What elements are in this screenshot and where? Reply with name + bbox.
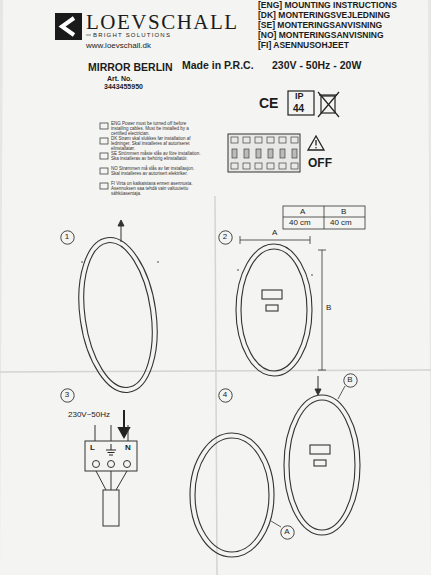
step-circle: 2 [218,230,233,245]
warning-note: NO Strømmen må slås av før installasjon.… [111,167,203,177]
doc-heading: [DK] MONTERINGSVEJLEDNING [258,11,390,20]
breaker-terminal [231,163,238,169]
ce-mark: CE [259,96,278,111]
logo-rule [86,35,91,36]
table-header: A [300,208,305,217]
breaker-terminal [255,137,262,143]
supply-voltage: 230V~50Hz [68,411,110,420]
product-name: MIRROR BERLIN [88,62,173,74]
step-circle: 3 [60,388,75,403]
breaker-lever [280,149,285,158]
breaker-terminal [243,137,250,143]
breaker-terminal [291,137,298,143]
article-number: 3443455950 [104,83,143,91]
breaker-lever [256,149,261,158]
breaker-terminal [267,137,274,143]
breaker-terminal [279,163,286,169]
step-circle: B [343,373,358,388]
doc-heading: [ENG] MOUNTING INSTRUCTIONS [258,1,397,10]
origin-note: Made in P.R.C. [182,60,254,72]
callout-number: 4 [223,391,227,399]
leader-lines [271,386,345,527]
ip-rating: 44 [293,103,304,114]
screw-arrow [315,376,321,395]
step-circle: A [280,525,295,540]
breaker-terminal [267,163,274,169]
screw-dots [81,261,313,276]
mirror-back [236,244,312,376]
doc-heading: [NO] MONTERINGSANVISNING [258,31,384,40]
breaker-terminal [243,163,250,169]
mirror-frame-ring [190,433,274,557]
ip-rating: IP [295,92,304,102]
brand-name: LOEVSCHALL [86,11,239,34]
electrical-rating: 230V - 50Hz - 20W [272,60,361,72]
screw-arrow [118,220,124,242]
table-header: B [341,208,346,217]
brand-tagline: BRIGHT SOLUTIONS [93,32,171,39]
circle-outline [218,388,231,401]
callout-number: 1 [65,233,69,241]
weee-bin-icon [318,92,339,117]
paper-fold [0,370,431,372]
paper-fold [215,196,217,575]
dimension-letter: B [326,304,331,313]
breaker-lever [268,149,273,158]
callout-number: B [347,376,352,384]
callout-number: 3 [65,391,69,399]
warning-note: ENG Power must be turned off before inst… [111,122,203,137]
breaker-terminal [279,137,286,143]
doc-heading: [SE] MONTERINGSANVISNING [258,21,382,30]
circle-outline [60,230,73,243]
dimension-table [283,206,365,229]
callout-number: 2 [223,233,227,241]
circle-outline [218,230,231,243]
step-circle: 1 [60,230,75,245]
terminal-name: N [125,444,131,453]
circle-outline [60,388,73,401]
dimension-letter: A [272,229,277,238]
step-circle: 4 [218,388,233,403]
ground-symbol [106,444,116,455]
circuit-breaker [228,134,300,172]
terminal-name: L [90,444,95,453]
dimension-lines [240,236,326,370]
mirror-frame-ring [70,232,167,397]
ip-rating-box [288,91,314,115]
mirror-back [284,395,360,535]
breaker-lever [292,149,297,158]
article-label: Art. No. [107,75,132,83]
callout-number: A [284,528,289,536]
table-cell: 40 cm [330,219,352,228]
breaker-terminal [291,163,298,169]
warning-note: SE Strömmen måste slås av före installat… [111,152,203,162]
table-cell: 40 cm [289,219,311,228]
warning-icons [100,123,108,189]
breaker-terminal [231,137,238,143]
doc-heading: [FI] ASENNUSOHJEET [258,41,349,50]
logo-square [55,13,82,40]
breaker-lever [232,149,237,158]
warning-note: FI Virta on katkaistava ennen asennusta.… [111,182,203,197]
website: www.loevschall.dk [86,42,151,51]
terminal-block [85,425,137,526]
off-note: OFF [308,157,332,170]
circle-outline [343,373,356,386]
breaker-terminal [255,163,262,169]
warning-note: DK Strøm skal slukkes før installation a… [111,137,203,152]
warning-triangle [308,136,324,150]
logo-chevron [62,18,74,35]
circle-outline [280,525,293,538]
breaker-lever [244,149,249,158]
